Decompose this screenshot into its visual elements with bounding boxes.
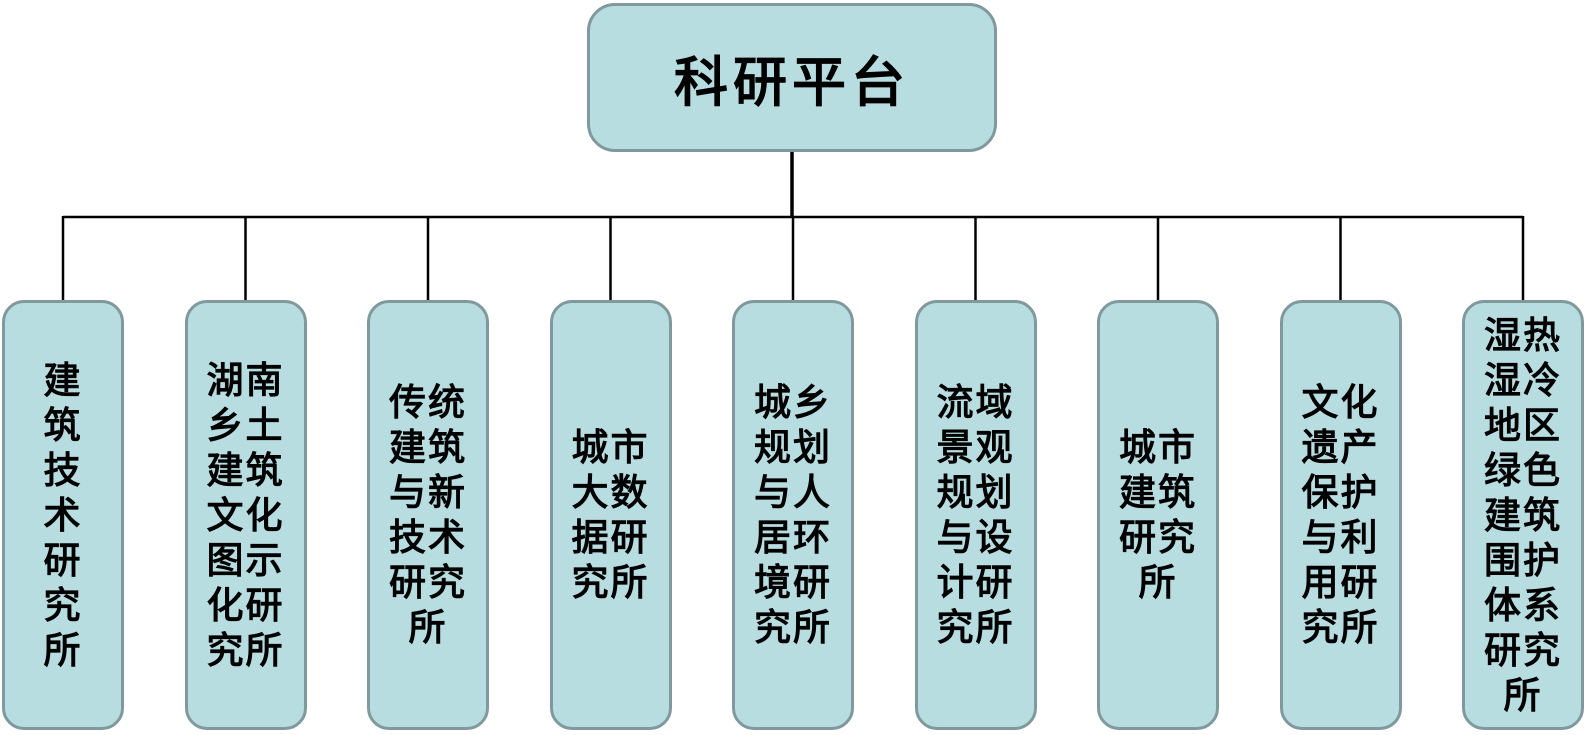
org-node-label-line: 建筑 <box>389 427 467 468</box>
org-node-label-line: 研究 <box>1484 629 1562 671</box>
org-node-label-line: 究所 <box>936 607 1015 648</box>
root-node: 科研平台 <box>587 3 997 152</box>
org-node-label-line: 研 <box>43 539 83 581</box>
org-node-label-line: 所 <box>43 629 83 671</box>
org-node-label-line: 究所 <box>206 629 285 671</box>
org-node-label-line: 流域 <box>936 382 1015 423</box>
org-node-label-line: 建筑 <box>1484 494 1562 536</box>
org-node-label-line: 建筑 <box>206 449 285 491</box>
root-node-label: 科研平台 <box>674 53 910 113</box>
org-node-label-line: 所 <box>1138 562 1178 603</box>
org-node-label-line: 研究 <box>389 562 467 603</box>
org-node-label-line: 境研 <box>754 562 832 603</box>
org-node: 传统建筑与新技术研究所 <box>367 300 489 730</box>
org-node: 湿热湿冷地区绿色建筑围护体系研究所 <box>1462 300 1584 730</box>
org-node-label-line: 景观 <box>936 427 1015 468</box>
org-node-label-line: 用研 <box>1301 562 1380 603</box>
org-node-label-line: 传统 <box>389 382 467 423</box>
org-node-label-line: 城市 <box>1119 427 1197 468</box>
org-node-label-line: 图示 <box>206 539 285 581</box>
org-node-label-line: 究所 <box>754 607 832 648</box>
org-node-label-line: 保护 <box>1301 472 1380 513</box>
org-node-label-line: 与利 <box>1301 517 1380 558</box>
org-node-label-line: 计研 <box>936 562 1015 603</box>
org-node: 城乡规划与人居环境研究所 <box>732 300 854 730</box>
org-node-label-line: 究 <box>43 584 83 626</box>
org-node: 湖南乡土建筑文化图示化研究所 <box>184 300 307 730</box>
org-node-label-line: 筑 <box>43 404 83 446</box>
org-node: 文化遗产保护与利用研究所 <box>1279 300 1402 730</box>
org-node-label-line: 围护 <box>1484 539 1562 581</box>
org-node-label-line: 技术 <box>389 517 467 558</box>
org-node: 城市大数据研究所 <box>549 300 672 730</box>
org-node-label-line: 大数 <box>571 472 650 513</box>
org-node-label-line: 化研 <box>206 584 285 626</box>
org-node-label-line: 究所 <box>571 562 650 603</box>
org-node-label-line: 所 <box>408 607 448 648</box>
org-node-label-line: 与设 <box>936 517 1015 558</box>
org-node-label-line: 乡土 <box>206 404 285 446</box>
org-node-label-line: 体系 <box>1484 584 1562 626</box>
org-node: 建筑技术研究所 <box>2 300 124 730</box>
org-node-label-line: 居环 <box>754 517 832 558</box>
org-node-label-line: 建筑 <box>1119 472 1197 513</box>
org-node-label-line: 文化 <box>206 494 285 536</box>
org-node-label-line: 究所 <box>1301 607 1380 648</box>
org-node-label-line: 城市 <box>571 427 650 468</box>
org-node-label-line: 城乡 <box>754 382 832 423</box>
org-node-label-line: 遗产 <box>1301 427 1380 468</box>
org-node: 流域景观规划与设计研究所 <box>914 300 1037 730</box>
org-node-label-line: 技 <box>43 449 83 491</box>
org-node-label-line: 湖南 <box>206 359 285 401</box>
org-node-label-line: 据研 <box>571 517 650 558</box>
org-node-label-line: 湿热 <box>1484 314 1562 356</box>
org-node-label-line: 绿色 <box>1484 449 1562 491</box>
org-node-label-line: 研究 <box>1119 517 1197 558</box>
org-node-label-line: 术 <box>43 494 83 536</box>
org-node-label-line: 湿冷 <box>1484 359 1562 401</box>
org-node-label-line: 建 <box>43 359 83 401</box>
org-node-label-line: 规划 <box>936 472 1015 513</box>
org-node-label-line: 与新 <box>389 472 467 513</box>
org-node: 城市建筑研究所 <box>1097 300 1219 730</box>
org-node-label-line: 文化 <box>1301 382 1380 423</box>
org-node-label-line: 所 <box>1503 674 1543 716</box>
org-node-label-line: 与人 <box>754 472 832 513</box>
org-node-label-line: 规划 <box>754 427 832 468</box>
org-node-label-line: 地区 <box>1484 404 1562 446</box>
